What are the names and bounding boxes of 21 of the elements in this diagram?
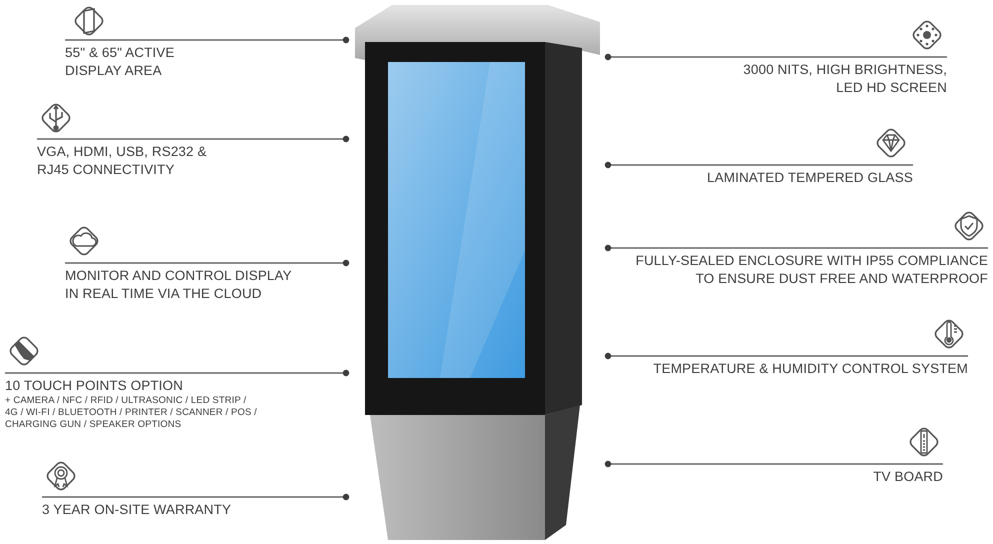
leader-line — [604, 244, 988, 252]
feature-label: TEMPERATURE & HUMIDITY CONTROL SYSTEM — [652, 360, 968, 378]
feature-label: VGA, HDMI, USB, RS232 & RJ45 CONNECTIVITY — [37, 143, 208, 179]
feature-label: LAMINATED TEMPERED GLASS — [706, 169, 913, 187]
leader-line — [42, 494, 350, 500]
leader-line — [604, 352, 968, 360]
feature-label: 3000 NITS, HIGH BRIGHTNESS, LED HD SCREEN — [742, 61, 947, 97]
feature-label: 10 TOUCH POINTS OPTION — [5, 377, 184, 395]
feature-label: FULLY-SEALED ENCLOSURE WITH IP55 COMPLIANCE TO ENSURE DUST FREE AND WATERPROOF — [634, 252, 988, 288]
leader-line — [604, 162, 913, 168]
feature-label: MONITOR AND CONTROL DISPLAY IN REAL TIME VIA THE CLOUD — [65, 267, 292, 303]
leader-line — [65, 260, 350, 266]
feature-label: 55" & 65" ACTIVE DISPLAY AREA — [65, 44, 176, 80]
feature-label: TV BOARD — [872, 468, 943, 486]
leader-line — [604, 54, 947, 60]
feature-label: 3 YEAR ON-SITE WARRANTY — [42, 501, 232, 519]
leader-line — [5, 370, 350, 376]
leader-line — [604, 460, 943, 468]
leader-line — [37, 136, 350, 142]
leader-line — [65, 36, 350, 44]
feature-options: + CAMERA / NFC / RFID / ULTRASONIC / LED STRIP / 4G / WI-FI / BLUETOOTH / PRINTER / SCANNER / POS / CHARGING GUN / SPEAKER OPTIONS — [5, 395, 260, 431]
